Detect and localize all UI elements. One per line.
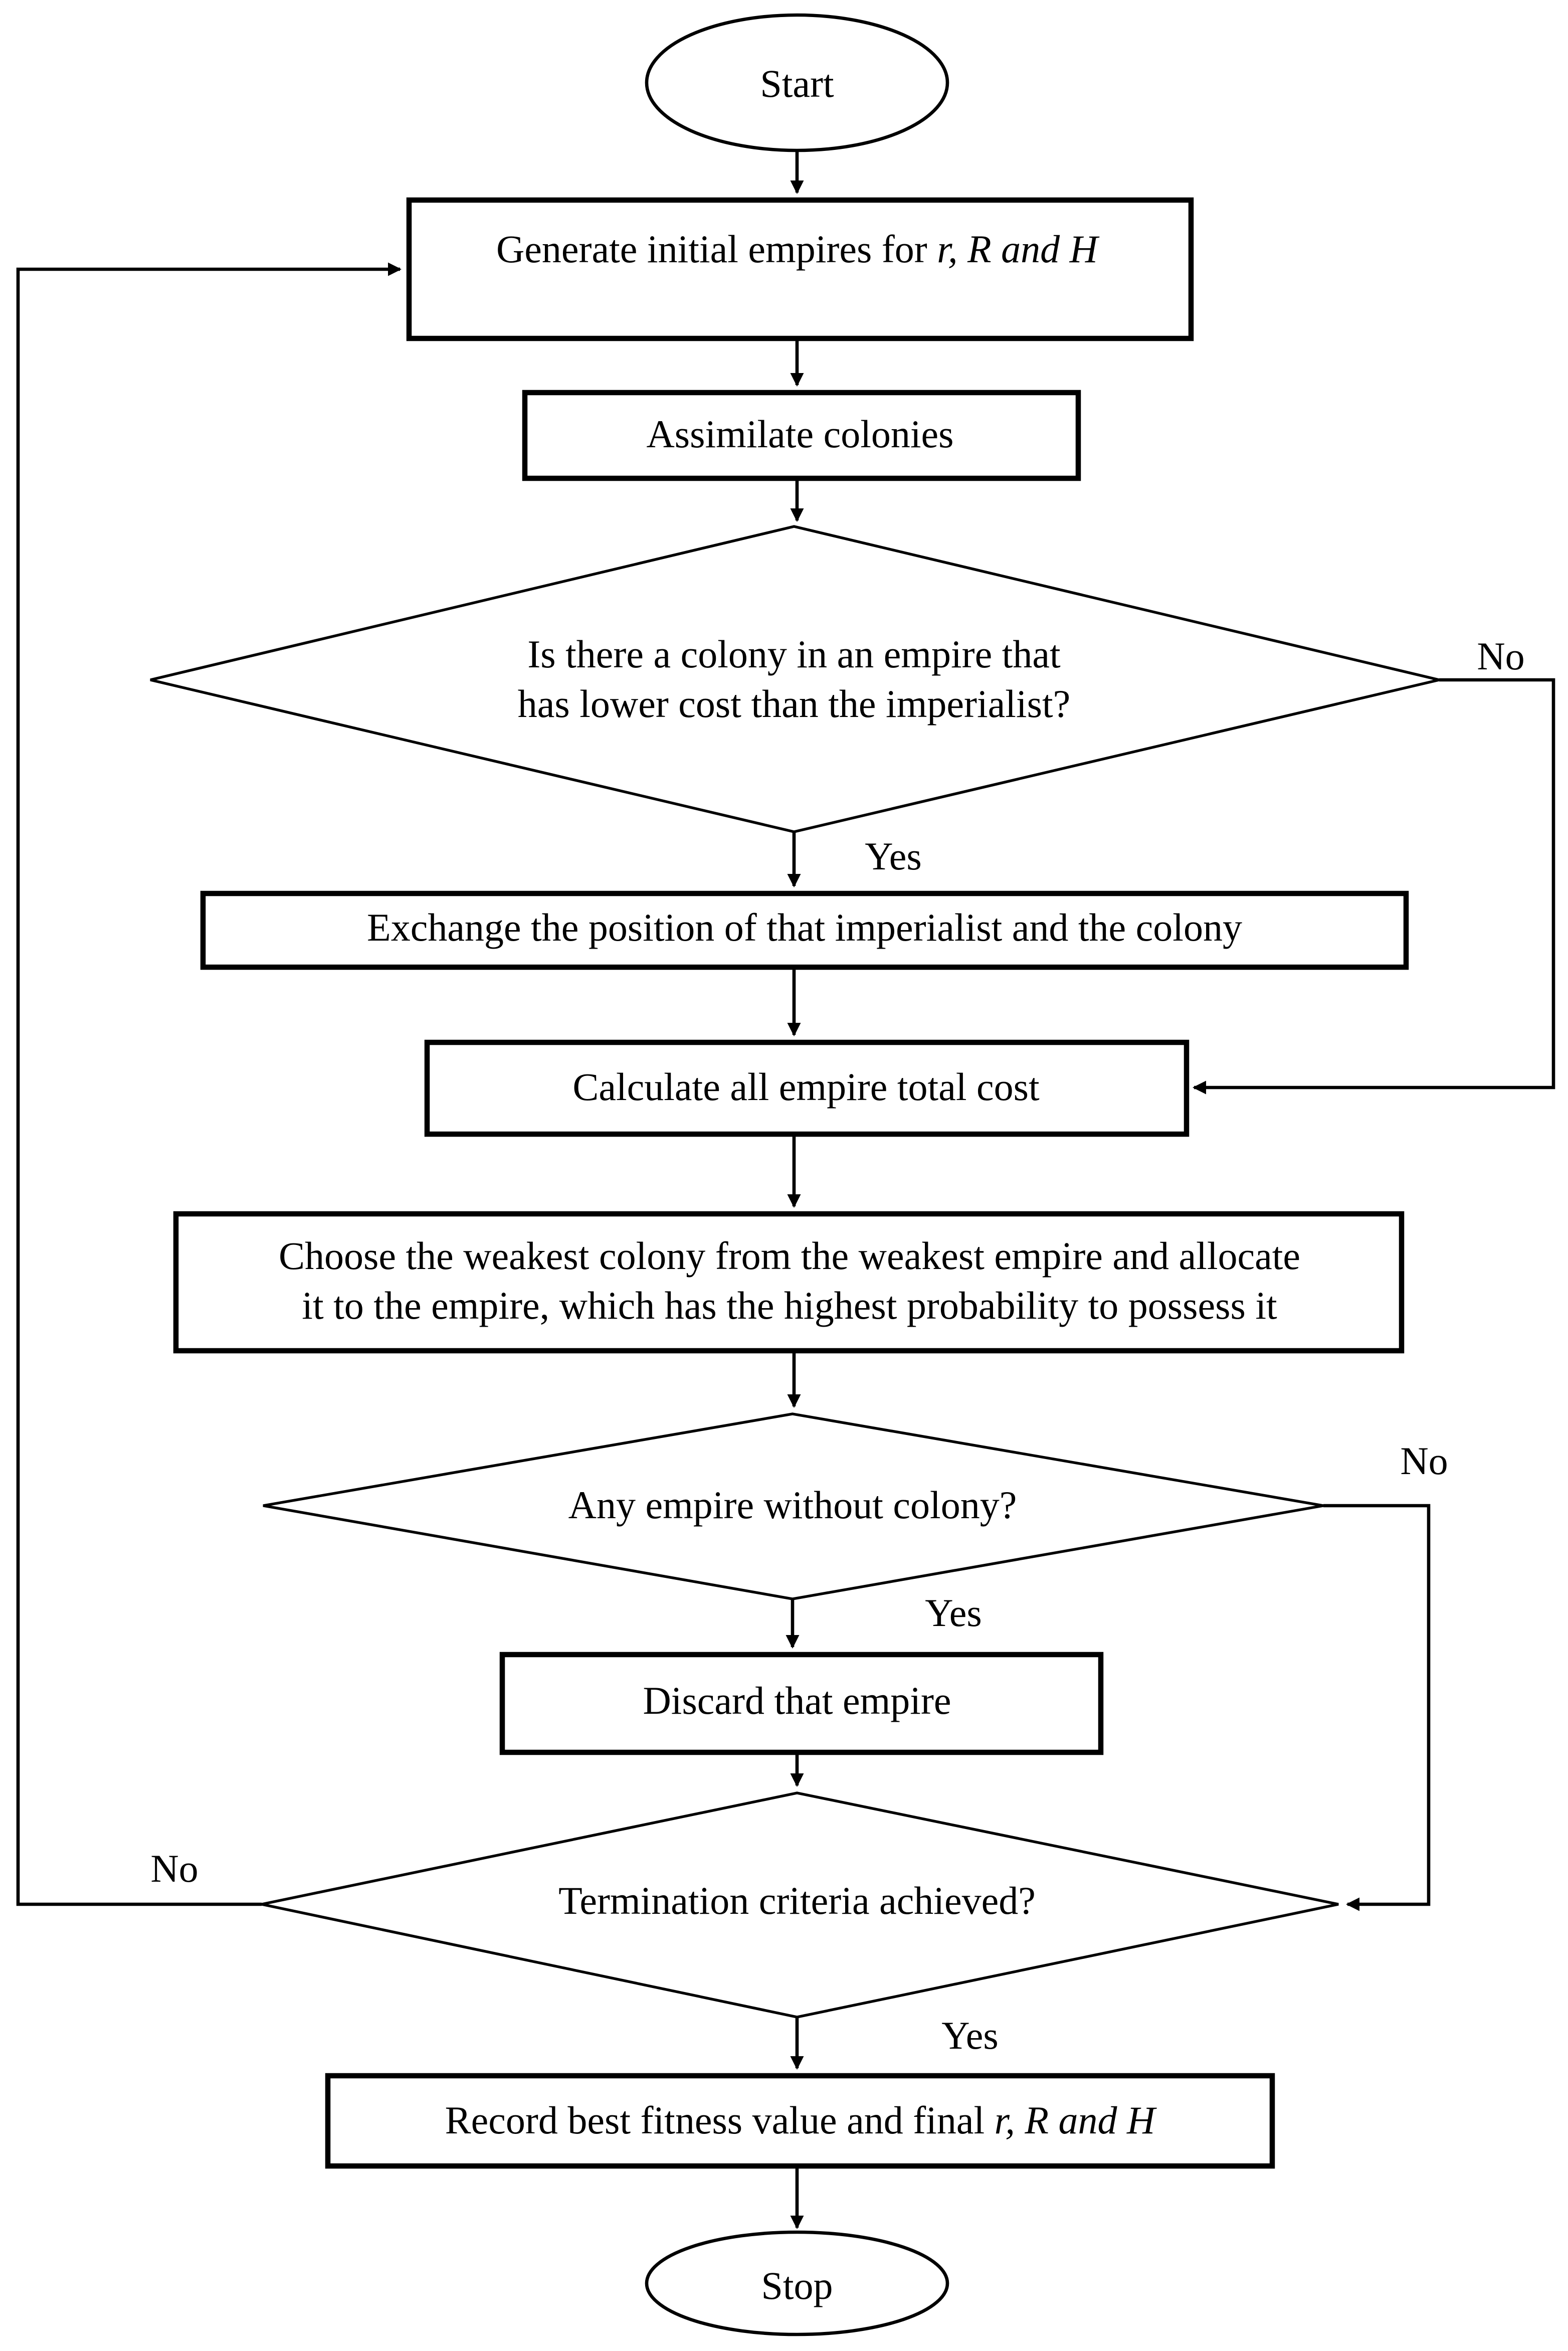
- decision1-no-label: No: [1477, 635, 1524, 680]
- decision2-label-text: Any empire without colony?: [568, 1484, 1017, 1528]
- start-label: Start: [760, 59, 834, 109]
- decision1-line1: Is there a colony in an empire that: [527, 633, 1061, 677]
- decision1-diamond-shape: [150, 525, 1440, 833]
- record-label-text: Record best fitness value and final: [445, 2099, 995, 2143]
- calculate-process-shape: [424, 1039, 1190, 1137]
- decision1-no-text: No: [1477, 635, 1525, 678]
- decision3-no-text: No: [150, 1847, 199, 1891]
- start-terminator-shape: [645, 13, 949, 152]
- exchange-label: Exchange the position of that imperialis…: [367, 903, 1242, 953]
- decision3-label-text: Termination criteria achieved?: [558, 1879, 1036, 1923]
- calculate-label-text: Calculate all empire total cost: [572, 1065, 1040, 1110]
- discard-label-text: Discard that empire: [643, 1679, 951, 1723]
- calculate-label: Calculate all empire total cost: [572, 1062, 1039, 1113]
- choose-line2: it to the empire, which has the highest …: [302, 1285, 1277, 1328]
- decision1-label: Is there a colony in an empire that has …: [518, 630, 1071, 730]
- generate-process-shape: [406, 197, 1194, 341]
- record-label: Record best fitness value and final r, R…: [445, 2096, 1155, 2146]
- decision3-label: Termination criteria achieved?: [558, 1876, 1036, 1926]
- choose-line1: Choose the weakest colony from the weake…: [278, 1234, 1301, 1279]
- choose-label: Choose the weakest colony from the weake…: [279, 1231, 1300, 1332]
- record-process-shape: [325, 2073, 1275, 2169]
- decision2-no-text: No: [1400, 1439, 1448, 1483]
- stop-label-text: Stop: [761, 2264, 833, 2308]
- decision2-yes-label: Yes: [925, 1591, 982, 1637]
- decision2-no-label: No: [1400, 1439, 1448, 1485]
- generate-label: Generate initial empires for r, R and H: [496, 225, 1098, 275]
- edge-decision1-no-to-calculate: [1193, 678, 1555, 1095]
- stop-label: Stop: [761, 2261, 833, 2311]
- edge-decision3-no-loop-to-generate: [16, 262, 402, 1906]
- assimilate-process-shape: [522, 390, 1081, 481]
- generate-label-text: Generate initial empires for: [496, 228, 937, 272]
- exchange-label-text: Exchange the position of that imperialis…: [367, 906, 1242, 950]
- exchange-process-shape: [200, 890, 1409, 970]
- generate-label-vars: r, R and H: [937, 228, 1098, 272]
- decision3-yes-label: Yes: [941, 2014, 999, 2059]
- start-label-text: Start: [760, 62, 834, 106]
- assimilate-label-text: Assimilate colonies: [646, 413, 954, 457]
- flowchart-connectors: [16, 150, 1555, 2229]
- record-label-vars: r, R and H: [994, 2099, 1155, 2143]
- decision3-yes-text: Yes: [941, 2014, 999, 2058]
- choose-process-shape: [173, 1211, 1405, 1354]
- edge-decision2-no-to-decision3: [1323, 1504, 1431, 1911]
- decision2-yes-text: Yes: [925, 1591, 982, 1635]
- decision3-diamond-shape: [261, 1791, 1339, 2019]
- discard-process-shape: [499, 1652, 1104, 1755]
- decision1-line2: has lower cost than the imperialist?: [517, 683, 1071, 727]
- stop-terminator-shape: [645, 2230, 949, 2336]
- decision1-yes-label: Yes: [865, 835, 922, 880]
- decision3-no-label: No: [150, 1847, 198, 1892]
- decision2-label: Any empire without colony?: [568, 1481, 1017, 1531]
- discard-label: Discard that empire: [643, 1676, 951, 1726]
- assimilate-label: Assimilate colonies: [646, 410, 953, 460]
- decision1-yes-text: Yes: [865, 835, 922, 878]
- decision2-diamond-shape: [263, 1412, 1324, 1600]
